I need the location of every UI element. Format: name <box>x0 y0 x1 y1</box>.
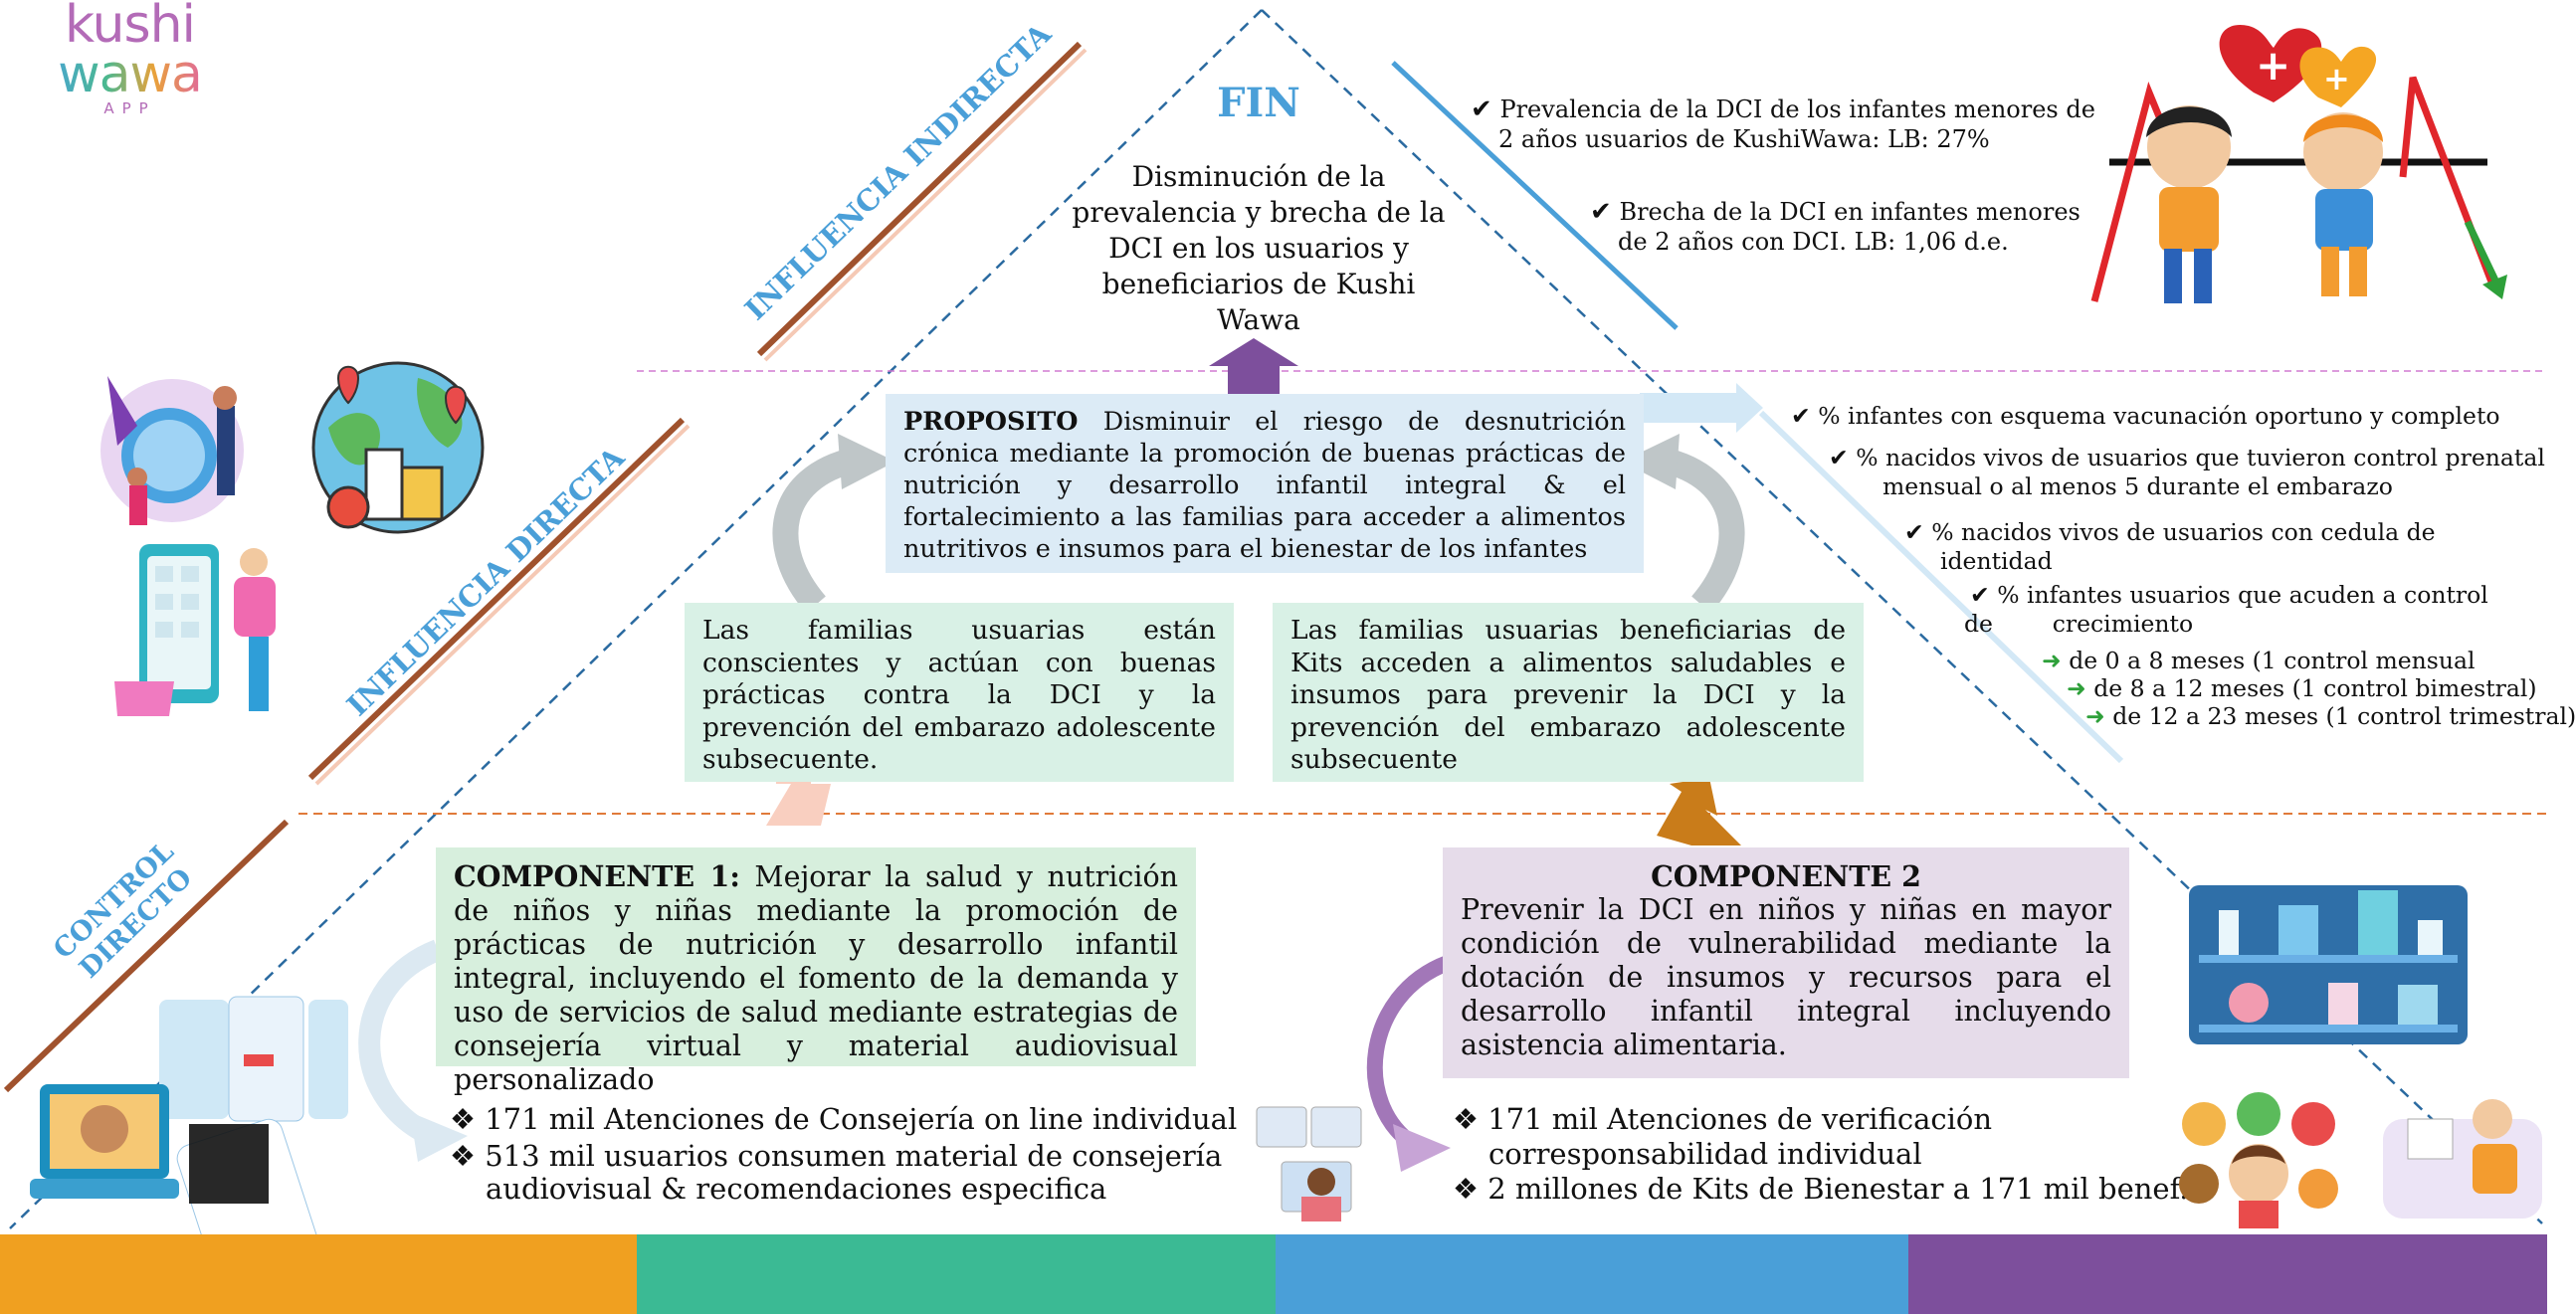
componente-2-box: COMPONENTE 2 Prevenir la DCI en niños y … <box>1443 847 2129 1078</box>
prop-indicator-2-line2: mensual o al menos 5 durante el embarazo <box>1882 472 2393 500</box>
prop-indicator-3-line2: identidad <box>1940 547 2053 575</box>
output-1-2-line1: 513 mil usuarios consumen material de co… <box>485 1139 1223 1173</box>
fin-indicator-2-line1: Brecha de la DCI en infantes menores <box>1619 198 2081 226</box>
result-box-left: Las familias usuarias están conscientes … <box>685 603 1234 782</box>
children-balloons-illustration: + + <box>2090 24 2507 303</box>
prop-indicator-1-text: % infantes con esquema vacunación oportu… <box>1818 402 2500 430</box>
component1-curve <box>358 939 443 1144</box>
indirect-brown-line <box>756 41 1083 357</box>
fin-indicator-1-line2: 2 años usuarios de KushiWawa: LB: 27% <box>1498 125 1990 153</box>
green-arrow-icon: ➜ <box>2067 674 2086 702</box>
fin-text: Disminución de la prevalencia y brecha d… <box>1072 160 1446 336</box>
proposito-text: Disminuir el riesgo de desnutrición crón… <box>903 407 1626 564</box>
up-arrow-right-icon <box>1657 778 1741 845</box>
prop-indicator-4-line1: % infantes usuarios que acuden a control <box>1997 581 2488 609</box>
componente-2-label: COMPONENTE 2 <box>1651 859 1921 893</box>
check-icon: ✔ <box>1791 402 1811 430</box>
kushiwawa-logo: kushi wawa APP <box>28 0 232 117</box>
check-icon: ✔ <box>1590 197 1612 227</box>
logo-line-3: APP <box>103 99 156 117</box>
family-feeding-illustration <box>100 376 244 525</box>
diamond-bullet-icon: ❖ <box>450 1102 476 1136</box>
video-call-illustration <box>1256 1106 1362 1221</box>
result-box-right: Las familias usuarias beneficiarias de K… <box>1273 603 1864 782</box>
left-curved-arrow <box>772 447 860 614</box>
prop-indicator-1: ✔ % infantes con esquema vacunación opor… <box>1791 402 2500 431</box>
output-2-1-line2: corresponsabilidad individual <box>1488 1137 1922 1171</box>
proposito-box: PROPOSITO Disminuir el riesgo de desnutr… <box>886 394 1644 573</box>
prop-sub-1-text: de 0 a 8 meses (1 control mensual <box>2069 647 2476 674</box>
green-arrow-icon: ➜ <box>2085 702 2105 730</box>
prop-indicator-2-line1: % nacidos vivos de usuarios que tuvieron… <box>1856 444 2545 471</box>
left-curved-arrow-head <box>838 434 895 489</box>
green-arrow-icon: ➜ <box>2042 647 2062 674</box>
outputs-component-1: ❖ 171 mil Atenciones de Consejería on li… <box>450 1101 1237 1208</box>
bottom-bar-orange <box>0 1234 637 1314</box>
prop-indicator-4: ✔ % infantes usuarios que acuden a contr… <box>1964 581 2488 639</box>
componente-1-box: COMPONENTE 1: Mejorar la salud y nutrici… <box>436 847 1196 1096</box>
diamond-bullet-icon: ❖ <box>1453 1172 1479 1206</box>
prop-sub-2-text: de 8 a 12 meses (1 control bimestral) <box>2093 674 2537 702</box>
bottom-bar-blue <box>1276 1234 1908 1314</box>
direct-shadow <box>314 424 691 786</box>
prop-sub-1: ➜ de 0 a 8 meses (1 control mensual <box>2042 647 2476 675</box>
prop-indicator-3: ✔ % nacidos vivos de usuarios con cedula… <box>1904 518 2436 576</box>
svg-text:+: + <box>2323 60 2350 97</box>
direct-brown-line <box>307 417 686 781</box>
logo-line-2: wawa <box>58 45 203 104</box>
up-arrow-left-icon <box>766 780 831 826</box>
fin-title: FIN <box>1217 80 1300 126</box>
component1-curve-head <box>410 1112 468 1162</box>
logo-line-1: kushi <box>65 0 196 55</box>
mobile-app-user-illustration <box>114 544 276 716</box>
check-icon: ✔ <box>1471 94 1492 124</box>
right-curved-arrow <box>1658 447 1745 614</box>
fin-indicator-2-line2: de 2 años con DCI. LB: 1,06 d.e. <box>1618 228 2009 256</box>
output-2-1-line1: 171 mil Atenciones de verificación <box>1487 1102 1993 1136</box>
prop-sub-3: ➜ de 12 a 23 meses (1 control trimestral… <box>2085 702 2576 731</box>
fin-indicator-1: ✔ Prevalencia de la DCI de los infantes … <box>1471 94 2095 154</box>
outputs-component-2: ❖ 171 mil Atenciones de verificación cor… <box>1453 1101 2189 1208</box>
output-1-1: 171 mil Atenciones de Consejería on line… <box>485 1102 1238 1136</box>
pyramid-right-side <box>1261 9 2543 1224</box>
proposito-arrow <box>1640 383 1763 433</box>
svg-text:+: + <box>2256 41 2290 90</box>
bottom-bar-teal <box>637 1234 1276 1314</box>
fin-indicator-line <box>1391 61 1679 330</box>
global-food-illustration <box>311 361 485 534</box>
check-icon: ✔ <box>1904 518 1924 546</box>
right-curved-arrow-head <box>1622 434 1680 489</box>
output-2-2: 2 millones de Kits de Bienestar a 171 mi… <box>1487 1172 2189 1206</box>
healthy-food-and-family-illustration <box>2179 1092 2542 1228</box>
diamond-bullet-icon: ❖ <box>1453 1102 1479 1136</box>
check-icon: ✔ <box>1829 444 1849 471</box>
fin-indicator-2: ✔ Brecha de la DCI en infantes menores d… <box>1590 197 2081 257</box>
fin-indicator-1-line1: Prevalencia de la DCI de los infantes me… <box>1499 95 2095 123</box>
prop-sub-2: ➜ de 8 a 12 meses (1 control bimestral) <box>2067 674 2537 703</box>
indirect-shadow <box>763 48 1088 362</box>
componente-2-text: Prevenir la DCI en niños y niñas en mayo… <box>1461 893 2111 1061</box>
diamond-bullet-icon: ❖ <box>450 1139 476 1173</box>
hygiene-kit-illustration <box>2189 885 2468 1044</box>
componente-1-label: COMPONENTE 1: <box>454 859 740 893</box>
control-brown-line <box>3 819 290 1093</box>
prop-indicator-2: ✔ % nacidos vivos de usuarios que tuvier… <box>1829 444 2545 501</box>
bottom-bar-purple <box>1908 1234 2547 1314</box>
up-arrow-fin-icon <box>1209 338 1298 396</box>
output-1-2-line2: audiovisual & recomendaciones especifica <box>486 1172 1107 1206</box>
proposito-indicator-line <box>1758 410 2124 764</box>
prop-indicator-3-line1: % nacidos vivos de usuarios con cedula d… <box>1931 518 2436 546</box>
prop-indicator-4-line2: de crecimiento <box>1964 610 2194 638</box>
check-icon: ✔ <box>1970 581 1990 609</box>
component2-curve-head <box>1393 1124 1451 1172</box>
prop-sub-3-text: de 12 a 23 meses (1 control trimestral) <box>2112 702 2576 730</box>
componente-1-text: Mejorar la salud y nutrición de niños y … <box>454 860 1178 1096</box>
proposito-label: PROPOSITO <box>903 407 1079 437</box>
